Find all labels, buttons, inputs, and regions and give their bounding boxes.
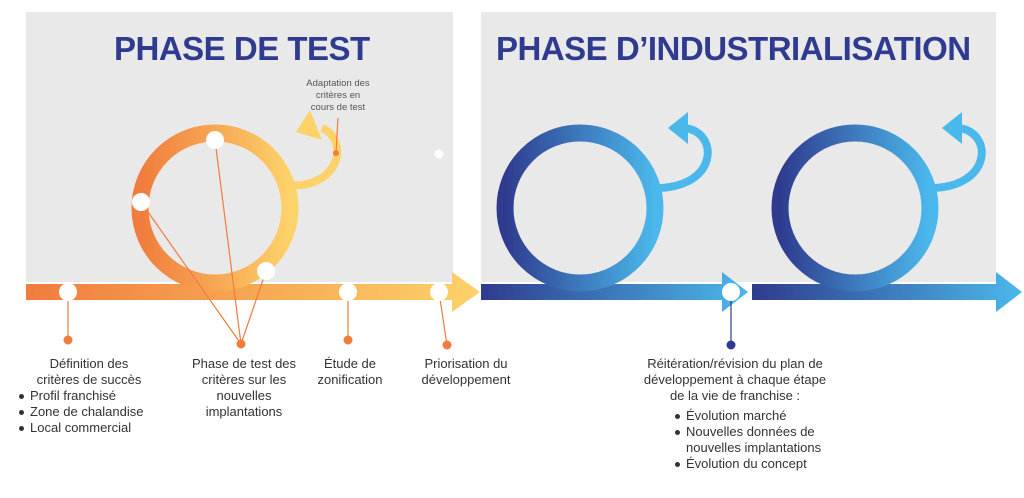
definition-list: Profil franchisé Zone de chalandise Loca… <box>16 388 164 436</box>
industrialisation-cycle-return-arrow-1 <box>651 124 712 193</box>
industrialisation-cycle-arrowhead-1 <box>668 112 688 144</box>
milestone-test-top <box>206 131 224 149</box>
milestone-definition <box>59 283 77 301</box>
annotation-definition-line: Définition des <box>49 356 129 371</box>
milestone-reiteration <box>722 283 740 301</box>
annotation-definition-line: critères de succès <box>36 372 142 387</box>
test-cycle-return-arrow <box>285 124 342 190</box>
test-cycle-arrowhead <box>296 110 322 140</box>
leader-test-top <box>214 139 242 345</box>
test-phase-panel <box>26 12 453 282</box>
leader-test-left <box>140 201 242 345</box>
list-item: Profil franchisé <box>16 388 164 404</box>
leader-adaptation <box>335 117 339 154</box>
test-cycle-ring <box>131 124 299 292</box>
annotation-adaptation-line: critères en <box>315 90 361 101</box>
industrialisation-cycle-arrowhead-2 <box>942 112 962 144</box>
dot-reiteration <box>726 340 736 350</box>
list-item: Évolution marché <box>672 408 822 424</box>
industrialisation-phase-title: PHASE D’INDUSTRIALISATION <box>496 30 971 67</box>
annotation-adaptation-line: Adaptation des <box>306 78 370 89</box>
annotation-etude-line: Étude de <box>323 356 377 371</box>
milestone-priorisation <box>430 283 448 301</box>
reiteration-list: Évolution marché Nouvelles données de no… <box>672 408 822 472</box>
dot-adaptation <box>333 150 339 156</box>
annotation-reiteration: Réitération/révision du plan de développ… <box>640 356 830 472</box>
annotation-phase-test-line: implantations <box>205 404 283 419</box>
list-item: Local commercial <box>16 420 164 436</box>
milestone-test-left <box>132 193 150 211</box>
list-item: Évolution du concept <box>672 456 822 472</box>
industrialisation-cycle-ring-1 <box>496 124 664 292</box>
annotation-priorisation-line: Priorisation du <box>424 356 508 371</box>
annotation-etude: Étude de zonification <box>308 356 392 388</box>
industrialisation-cycle-ring-2 <box>771 124 939 292</box>
industrialisation-cycle-return-arrow-2 <box>925 124 986 193</box>
annotation-reiteration-line: de la vie de franchise : <box>669 388 801 403</box>
annotation-priorisation-line: développement <box>421 372 511 387</box>
industrialisation-arrow-1 <box>481 272 748 312</box>
test-phase-arrow <box>26 272 480 312</box>
milestone-etude <box>339 283 357 301</box>
annotation-phase-test-line: critères sur les <box>201 372 287 387</box>
panel-small-dot <box>434 149 444 159</box>
annotation-definition: Définition des critères de succès Profil… <box>14 356 164 436</box>
dot-test <box>236 339 246 349</box>
milestone-test-right <box>257 262 275 280</box>
annotation-phase-test: Phase de test des critères sur les nouve… <box>180 356 308 420</box>
annotation-adaptation-line: cours de test <box>310 102 366 113</box>
dot-definition <box>63 335 73 345</box>
annotation-reiteration-line: développement à chaque étape <box>643 372 827 387</box>
dot-etude <box>343 335 353 345</box>
annotation-reiteration-line: Réitération/révision du plan de <box>647 356 823 371</box>
industrialisation-arrow-2 <box>752 272 1022 312</box>
annotation-etude-line: zonification <box>317 372 383 387</box>
annotation-phase-test-line: Phase de test des <box>191 356 297 371</box>
list-item: Zone de chalandise <box>16 404 164 420</box>
annotation-adaptation: Adaptation des critères en cours de test <box>290 78 386 114</box>
leader-test-right <box>240 270 267 345</box>
dot-priorisation <box>442 340 452 350</box>
list-item: Nouvelles données de nouvelles implantat… <box>672 424 822 456</box>
test-phase-title: PHASE DE TEST <box>114 30 370 67</box>
annotation-phase-test-line: nouvelles <box>216 388 272 403</box>
annotation-priorisation: Priorisation du développement <box>405 356 527 388</box>
